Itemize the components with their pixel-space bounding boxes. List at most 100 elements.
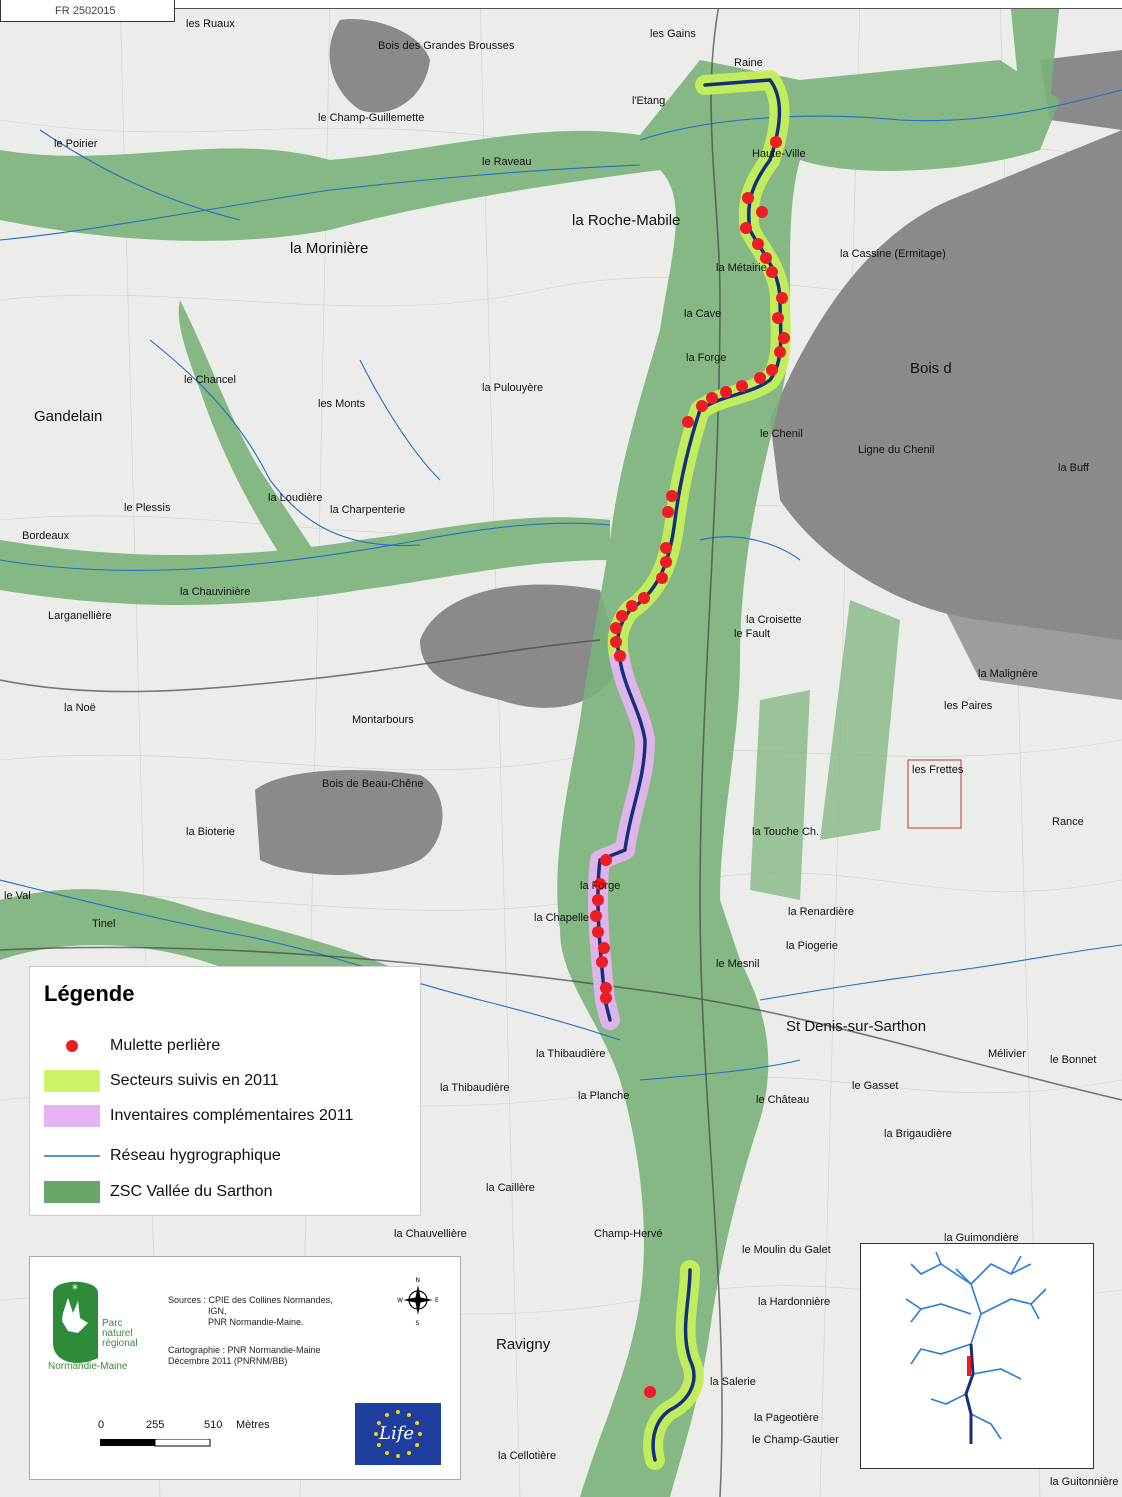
- mussel-point: [766, 364, 778, 376]
- mussel-point: [754, 372, 766, 384]
- eu-star: [418, 1432, 422, 1436]
- legend-title: Légende: [44, 981, 135, 1006]
- mussel-point: [614, 650, 626, 662]
- legend-label: Mulette perlière: [110, 1037, 221, 1054]
- mussel-point: [594, 878, 606, 890]
- legend-item-inventaires: Inventaires complémentaires 2011: [44, 1103, 414, 1129]
- mussel-point: [610, 622, 622, 634]
- scale-tick: 510: [204, 1419, 223, 1431]
- place-label: Mélivier: [988, 1048, 1026, 1060]
- place-label: Montarbours: [352, 714, 414, 726]
- place-label: la Buff: [1058, 462, 1089, 474]
- legend-item-mulette: Mulette perlière: [44, 1033, 414, 1059]
- mussel-point: [776, 292, 788, 304]
- legend-panel: Légende Mulette perlière Secteurs suivis…: [29, 966, 421, 1216]
- study-frame: [907, 759, 962, 829]
- place-label: Champ-Hervé: [594, 1228, 663, 1240]
- mussel-point: [706, 392, 718, 404]
- eu-star: [415, 1443, 420, 1447]
- map-border: [0, 0, 1122, 9]
- place-label: le Moulin du Galet: [742, 1244, 831, 1256]
- place-label: la Forge: [686, 352, 727, 364]
- place-label: le Poirier: [54, 138, 98, 150]
- place-label: la Chauvellière: [394, 1228, 467, 1240]
- place-label: le Mesnil: [716, 958, 760, 970]
- mussel-point: [600, 992, 612, 1004]
- eu-star: [407, 1412, 411, 1417]
- place-label: la Chapelle: [534, 912, 590, 924]
- place-label: le Gasset: [852, 1080, 899, 1092]
- place-label: la Pulouyère: [482, 382, 544, 394]
- mussel-point: [660, 542, 672, 554]
- legend-label: ZSC Vallée du Sarthon: [110, 1183, 273, 1200]
- eu-star: [376, 1421, 381, 1425]
- dark-green-swatch-icon: [44, 1181, 100, 1203]
- place-label: le Champ-Guillemette: [318, 112, 425, 124]
- legend-item-reseau: Réseau hygrographique: [44, 1143, 414, 1169]
- place-label: la Croisette: [746, 614, 802, 626]
- place-label: Ravigny: [496, 1336, 551, 1353]
- legend-item-zsc: ZSC Vallée du Sarthon: [44, 1179, 414, 1205]
- place-label: la Bioterie: [186, 826, 235, 838]
- place-label: la Métairie: [716, 262, 767, 274]
- place-label: la Forge: [580, 880, 621, 892]
- mussel-point: [682, 416, 694, 428]
- place-label: Bordeaux: [22, 530, 70, 542]
- compass-w: W: [397, 1297, 403, 1304]
- credits-panel: * Parc naturel régional Normandie-Maine …: [29, 1256, 461, 1480]
- eu-star: [385, 1412, 389, 1417]
- place-label: les Monts: [318, 398, 366, 410]
- place-label: Bois de Beau-Chêne: [322, 778, 424, 790]
- mussel-point: [752, 238, 764, 250]
- place-label: Haute-Ville: [752, 148, 806, 160]
- place-label: St Denis-sur-Sarthon: [786, 1018, 927, 1035]
- place-label: la Thibaudière: [440, 1082, 510, 1094]
- place-label: les Paires: [944, 700, 993, 712]
- mussel-point: [644, 1386, 656, 1398]
- place-label: le Raveau: [482, 156, 532, 168]
- mussel-point: [770, 136, 782, 148]
- place-label: le Bonnet: [1050, 1054, 1097, 1066]
- place-label: le Château: [756, 1094, 810, 1106]
- legend-label: Inventaires complémentaires 2011: [110, 1107, 354, 1124]
- place-label: la Cave: [684, 308, 722, 320]
- mussel-point: [662, 506, 674, 518]
- eu-star: [407, 1451, 411, 1456]
- woodland-areas: [255, 19, 1122, 875]
- mussel-point: [638, 592, 650, 604]
- mussel-point: [596, 956, 608, 968]
- compass-n: N: [416, 1277, 421, 1284]
- eu-stars-icon: [374, 1410, 422, 1458]
- life-logo: Life: [355, 1403, 441, 1465]
- eu-star: [385, 1451, 389, 1456]
- mussel-point: [592, 894, 604, 906]
- place-label: la Roche-Mabile: [572, 212, 681, 229]
- place-label: la Loudière: [268, 492, 323, 504]
- place-label: Bois d: [910, 360, 952, 377]
- place-label: la Charpenterie: [330, 504, 406, 516]
- mulette-perliere-points: [590, 136, 790, 1398]
- place-label: la Pageotière: [754, 1412, 819, 1424]
- watershed-network: [905, 1251, 1047, 1444]
- place-label: Tinel: [92, 918, 116, 930]
- mussel-point: [600, 854, 612, 866]
- mussel-point: [720, 386, 732, 398]
- mussel-point: [598, 942, 610, 954]
- sources-text: Sources : CPIE des Collines Normandes, I…: [168, 1295, 333, 1327]
- place-label: la Chauvinière: [180, 586, 251, 598]
- place-label: la Malignère: [978, 668, 1038, 680]
- compass-s: S: [416, 1320, 420, 1327]
- life-text: Life: [379, 1423, 415, 1444]
- scale-tick: 255: [146, 1419, 165, 1431]
- place-label: le Plessis: [124, 502, 171, 514]
- place-label: le Champ-Gautier: [752, 1434, 839, 1446]
- place-label: le Fault: [734, 628, 771, 640]
- svg-text:*: *: [72, 1282, 78, 1296]
- mussel-point: [660, 556, 672, 568]
- map-code: FR 2502015: [0, 0, 175, 22]
- legend-item-secteurs: Secteurs suivis en 2011: [44, 1068, 414, 1094]
- place-label: Gandelain: [34, 408, 103, 425]
- mussel-point: [656, 572, 668, 584]
